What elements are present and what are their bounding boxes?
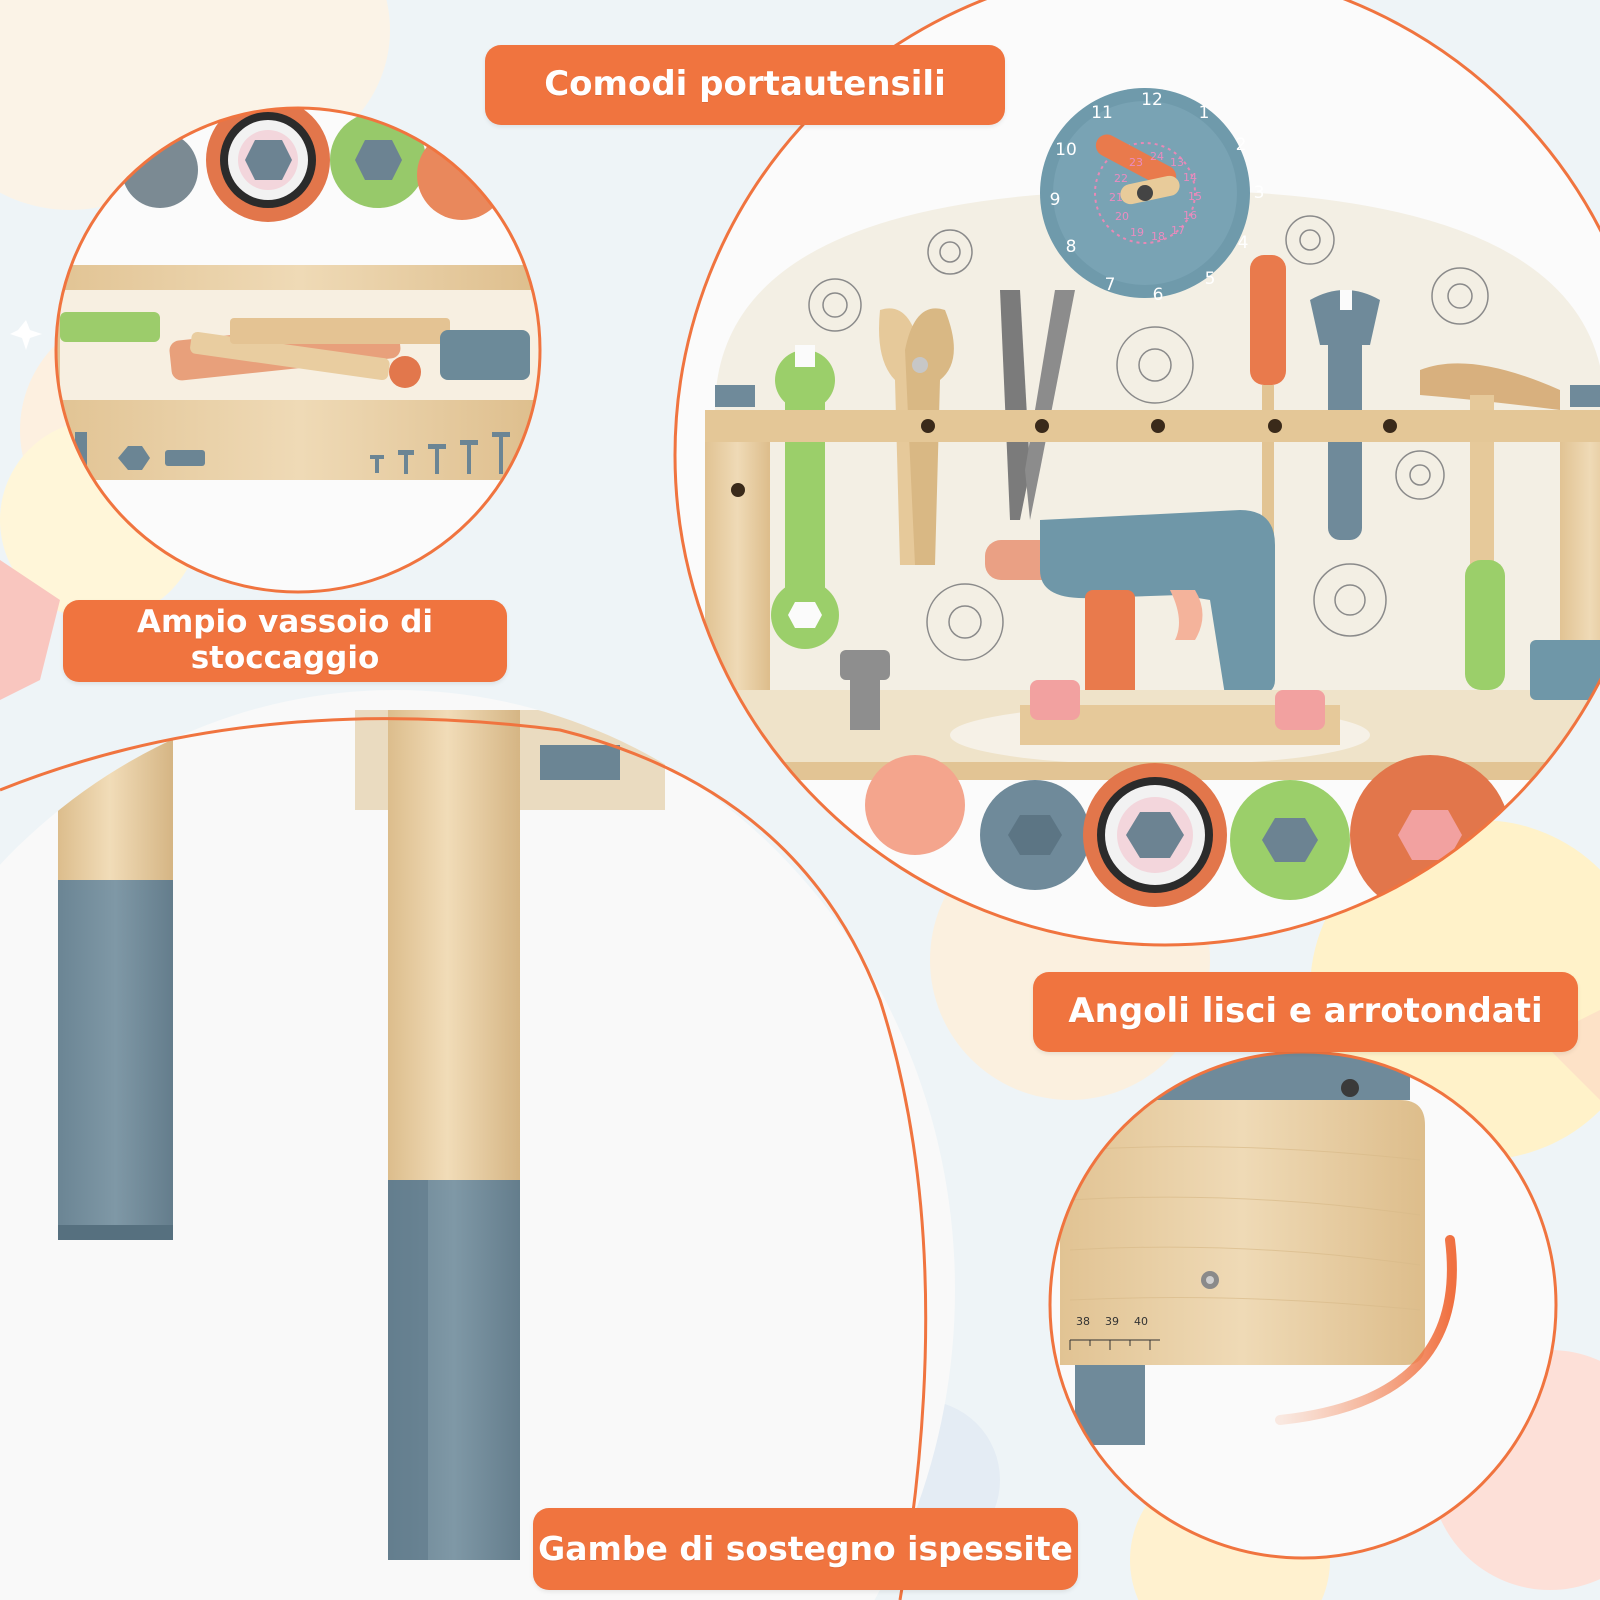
- storage-tray-closeup: [54, 106, 542, 594]
- ruler-mark-39: 39: [1105, 1315, 1119, 1328]
- clock-hour-5: 5: [1205, 269, 1216, 289]
- clock-inner-13: 13: [1170, 156, 1184, 169]
- clock-hour-12: 12: [1141, 90, 1163, 110]
- clock-hour-6: 6: [1153, 285, 1164, 305]
- clock-inner-21: 21: [1109, 191, 1123, 204]
- clock-inner-16: 16: [1183, 209, 1197, 222]
- clock-hour-4: 4: [1238, 233, 1249, 253]
- thick-legs-label: Gambe di sostegno ispessite: [533, 1508, 1078, 1590]
- clock-inner-24: 24: [1150, 150, 1164, 163]
- clock-hour-7: 7: [1105, 275, 1116, 295]
- ruler-mark-40: 40: [1134, 1315, 1148, 1328]
- clock-inner-22: 22: [1114, 172, 1128, 185]
- storage-tray-label: Ampio vassoio di stoccaggio: [63, 600, 507, 682]
- tool-holders-label: Comodi portautensili: [485, 45, 1005, 125]
- rounded-corner-closeup: 38 39 40: [1048, 1050, 1558, 1560]
- clock-inner-14: 14: [1183, 171, 1197, 184]
- clock-hour-11: 11: [1091, 103, 1113, 123]
- clock-hour-3: 3: [1254, 183, 1265, 203]
- clock-gear: 12 1 2 3 4 5 6 7 8 9 10 11 24 13 14: [1040, 88, 1264, 305]
- clock-hour-9: 9: [1050, 190, 1061, 210]
- ruler-mark-38: 38: [1076, 1315, 1090, 1328]
- clock-hour-2: 2: [1236, 135, 1247, 155]
- clock-inner-23: 23: [1129, 156, 1143, 169]
- clock-inner-18: 18: [1151, 230, 1165, 243]
- clock-hour-1: 1: [1199, 103, 1210, 123]
- workbench-tool-holders: 12 1 2 3 4 5 6 7 8 9 10 11 24 13 14: [673, 0, 1600, 947]
- clock-hour-10: 10: [1055, 140, 1077, 160]
- clock-inner-15: 15: [1188, 190, 1202, 203]
- clock-inner-20: 20: [1115, 210, 1129, 223]
- clock-inner-19: 19: [1130, 226, 1144, 239]
- rounded-corners-label: Angoli lisci e arrotondati: [1033, 972, 1578, 1052]
- clock-inner-17: 17: [1171, 224, 1185, 237]
- clock-hour-8: 8: [1066, 237, 1077, 257]
- toy-drill: [985, 510, 1275, 700]
